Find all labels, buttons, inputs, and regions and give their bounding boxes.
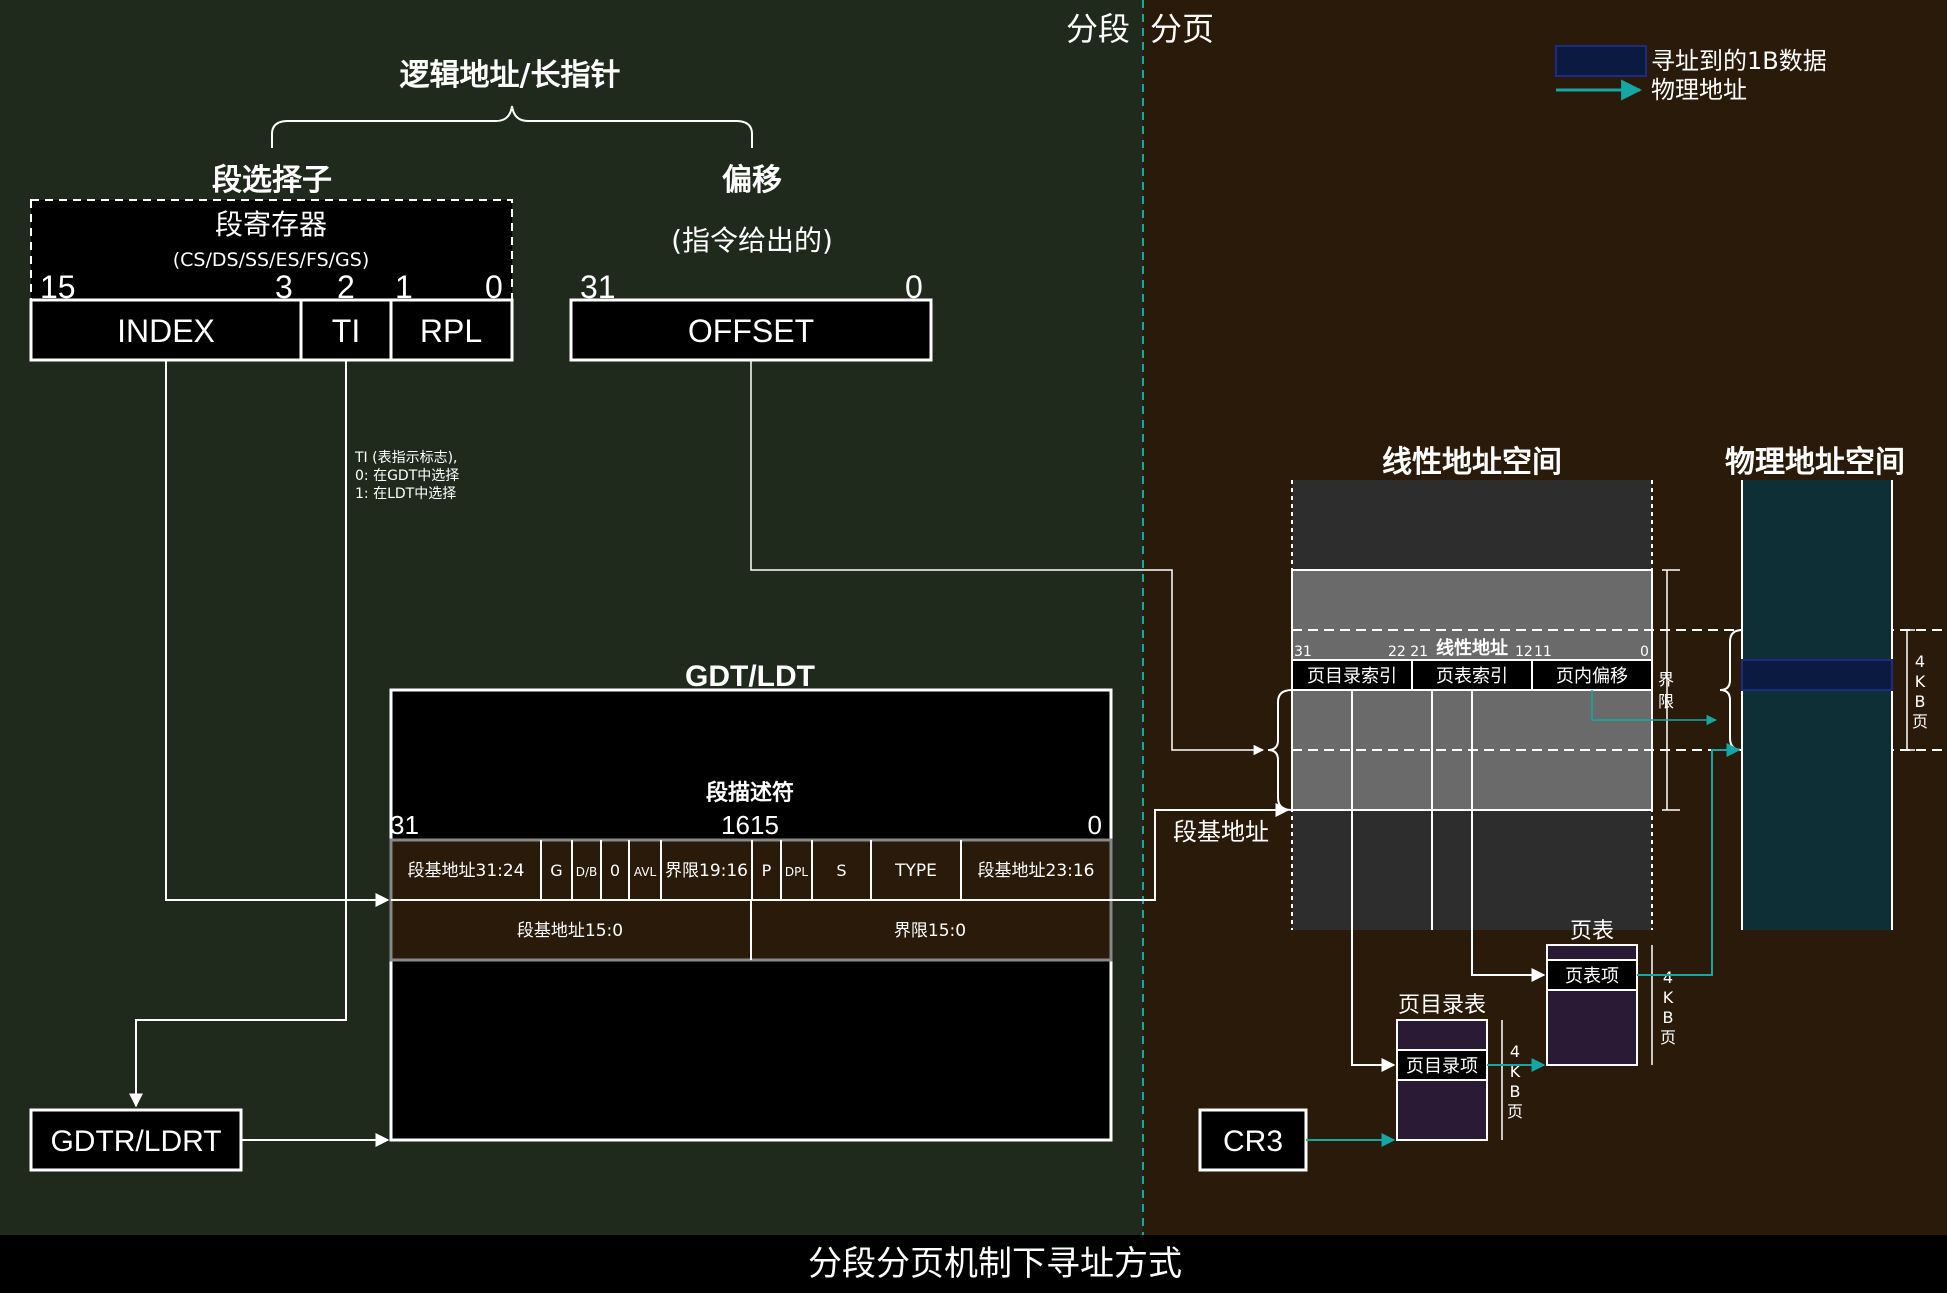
linear-bit-11: 11 [1534, 644, 1552, 660]
index-to-descriptor-arrow [165, 360, 390, 907]
legend-phys-label: 物理地址 [1651, 76, 1747, 104]
pd-index-arrow [1351, 690, 1396, 1072]
descriptor-row-high: 段基地址31:24 G D/B 0 AVL 界限19:16 P DPL S TYPE 段基地址23:… [408, 840, 1095, 900]
target-byte [1741, 659, 1893, 691]
ti-note-1: TI (表指示标志), [354, 450, 458, 466]
ti-label: TI [332, 313, 360, 349]
gdtr-register [29, 1108, 243, 1172]
linear-space-title: 线性地址空间 [1382, 445, 1562, 480]
segbase-to-linear-arrow [1111, 803, 1290, 901]
ti-note-3: 1: 在LDT中选择 [355, 486, 456, 502]
descriptor-bit-16-15: 1615 [721, 810, 779, 840]
descriptor-limit-15-0: 界限15:0 [894, 921, 966, 941]
linear-bit-31: 31 [1294, 644, 1312, 660]
descriptor-field-limit-19-16: 界限19:16 [665, 861, 748, 881]
pt-index-arrow [1471, 690, 1546, 982]
page-table-page-2: K [1663, 988, 1674, 1007]
rpl-label: RPL [420, 313, 482, 349]
ti-note-2: 0: 在GDT中选择 [355, 468, 459, 484]
descriptor-base-15-0: 段基地址15:0 [517, 921, 623, 941]
linear-address-label: 线性地址 [1436, 637, 1508, 659]
offset-bit-0: 0 [905, 269, 923, 305]
cr3-label: CR3 [1223, 1125, 1283, 1158]
selector-title: 段选择子 [212, 163, 332, 198]
offset-to-linear-arrow [750, 360, 1265, 756]
page-dir-page-3: B [1510, 1082, 1521, 1101]
offset-label: OFFSET [688, 313, 814, 349]
gdtr-label: GDTR/LDRT [50, 1125, 221, 1158]
descriptor-field-zero: 0 [610, 861, 620, 880]
legend-data-label: 寻址到的1B数据 [1651, 47, 1827, 75]
page-dir-title: 页目录表 [1398, 993, 1486, 1018]
logical-address-title: 逻辑地址/长指针 [400, 58, 621, 93]
segment-base-label: 段基地址 [1173, 818, 1269, 846]
descriptor-field-dpl: DPL [785, 865, 808, 879]
page-offset-label: 页内偏移 [1556, 666, 1628, 687]
descriptor-bit-0: 0 [1088, 810, 1102, 840]
physical-page-4: 页 [1912, 712, 1928, 731]
section-right-label: 分页 [1150, 10, 1214, 48]
page-dir-entry [1396, 1049, 1488, 1081]
physical-page-2: K [1915, 672, 1926, 691]
bit-2: 2 [337, 269, 355, 305]
linear-brace [1267, 689, 1293, 811]
limit-label-2: 限 [1658, 692, 1674, 711]
descriptor-field-db: D/B [576, 865, 598, 879]
physical-space [1742, 480, 1892, 930]
physical-page-3: B [1915, 692, 1926, 711]
page-table-page-3: B [1663, 1008, 1674, 1027]
physical-space-title: 物理地址空间 [1725, 445, 1905, 480]
diagram-caption: 分段分页机制下寻址方式 [808, 1244, 1182, 1284]
pte-to-page-arrow [1637, 743, 1741, 976]
section-left-label: 分段 [1066, 10, 1130, 48]
bit-3: 3 [275, 269, 293, 305]
index-label: INDEX [117, 313, 215, 349]
segment-register-title: 段寄存器 [215, 208, 327, 241]
descriptor-bit-31: 31 [390, 810, 419, 840]
descriptor-field-type: TYPE [894, 861, 937, 881]
descriptor-field-s: S [836, 861, 846, 880]
descriptor-title: 段描述符 [706, 780, 794, 806]
rpl-field [389, 298, 514, 362]
bit-0: 0 [485, 269, 503, 305]
legend-data-box [1555, 45, 1647, 77]
descriptor-field-g: G [550, 861, 562, 880]
page-dir-page-2: K [1510, 1062, 1521, 1081]
page-table-page-1: 4 [1663, 968, 1673, 987]
page-dir-page-4: 页 [1507, 1102, 1523, 1121]
physical-page-1: 4 [1915, 652, 1925, 671]
offset-subtitle: (指令给出的) [671, 224, 833, 257]
footer-bar [0, 1235, 1947, 1293]
descriptor-field-base-23-16: 段基地址23:16 [978, 861, 1095, 881]
page-dir-entry-label: 页目录项 [1406, 1056, 1478, 1077]
linear-bit-0: 0 [1640, 644, 1649, 660]
gdt-title: GDT/LDT [685, 660, 815, 693]
ti-to-gdtr-arrow [129, 360, 347, 1108]
limit-label-1: 界 [1658, 670, 1674, 689]
index-field [29, 298, 303, 362]
descriptor-field-avl: AVL [634, 865, 657, 879]
pt-index-label: 页表索引 [1436, 666, 1508, 687]
logical-address-brace [271, 105, 753, 148]
linear-bit-22-21: 22 21 [1388, 644, 1428, 660]
pd-index-label: 页目录索引 [1307, 666, 1397, 687]
page-table-title: 页表 [1570, 919, 1614, 944]
page-table-entry [1546, 959, 1638, 991]
page-table-page-4: 页 [1660, 1028, 1676, 1047]
bit-1: 1 [395, 269, 413, 305]
linear-bit-12: 12 [1515, 644, 1533, 660]
offset-title: 偏移 [722, 163, 782, 198]
page-dir-page-1: 4 [1510, 1042, 1520, 1061]
offset-to-byte-arrow [1591, 690, 1718, 726]
page-table-entry-label: 页表项 [1565, 966, 1619, 987]
descriptor-field-base-31-24: 段基地址31:24 [408, 861, 525, 881]
descriptor-field-p: P [762, 861, 772, 880]
segment-register-list: (CS/DS/SS/ES/FS/GS) [173, 249, 369, 271]
